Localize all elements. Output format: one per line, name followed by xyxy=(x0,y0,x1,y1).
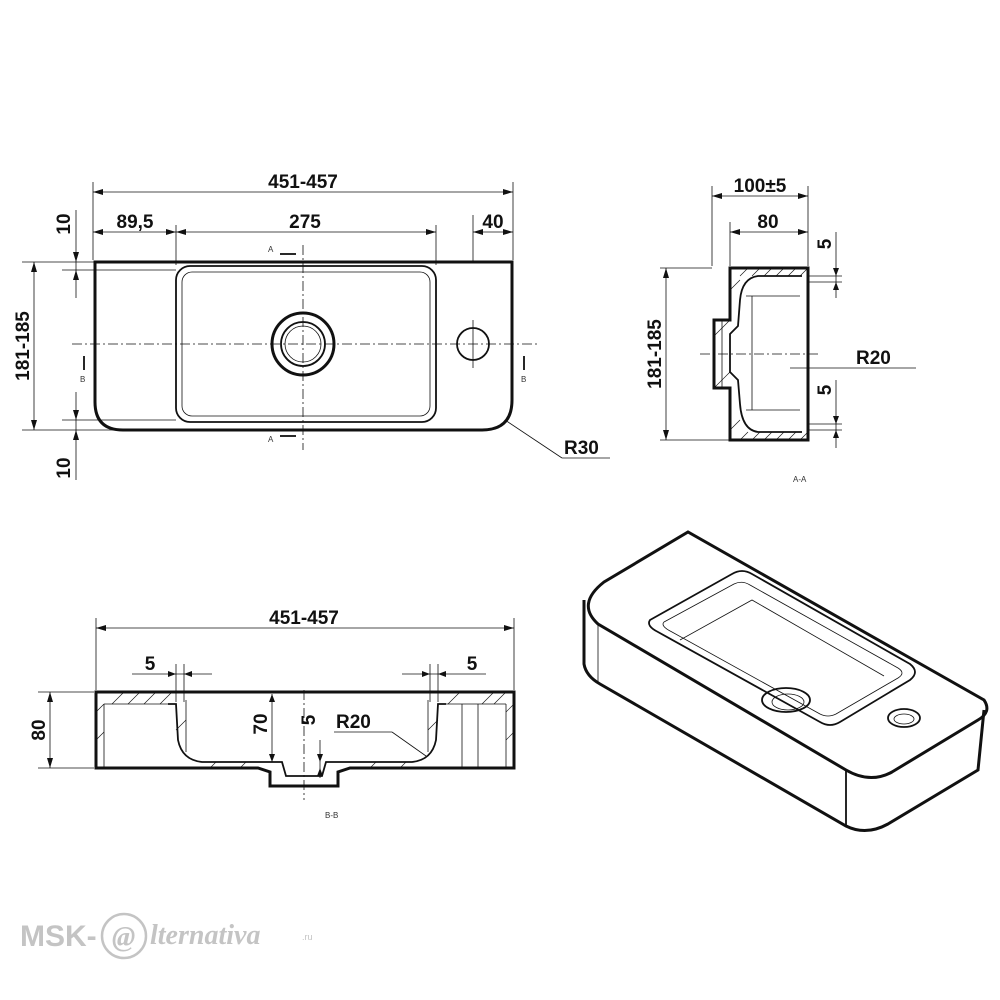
iso-tap-hole xyxy=(887,708,921,728)
iso-drain-inner xyxy=(771,693,805,711)
dim-left-offset: 89,5 xyxy=(117,212,154,233)
section-b-outline xyxy=(94,690,516,788)
dim-b-wall-right: 5 xyxy=(467,654,478,675)
dim-arrows xyxy=(269,694,275,762)
watermark-at-ring xyxy=(100,912,148,960)
dim-top-margin: 10 xyxy=(54,213,75,234)
leader-r30 xyxy=(504,419,563,459)
dim-arrows xyxy=(833,268,839,290)
watermark-at: @ xyxy=(112,922,135,953)
watermark-name: lternativa xyxy=(150,920,260,951)
isometric-view xyxy=(582,530,989,832)
dim-arrows xyxy=(712,193,808,199)
dim-arrows xyxy=(73,252,79,280)
iso-tap-hole-inner xyxy=(893,713,915,725)
section-b-label: B-B xyxy=(325,811,338,820)
dim-b-overall-width: 451-457 xyxy=(269,608,339,629)
dim-a-width-inner: 80 xyxy=(757,212,778,233)
dim-b-inner-height: 70 xyxy=(251,713,272,734)
dim-b-radius: R20 xyxy=(336,712,371,733)
section-a-letter-top: A xyxy=(268,245,274,254)
dim-bottom-margin: 10 xyxy=(54,457,75,478)
section-a-hatch xyxy=(713,267,809,441)
dim-a-radius: R20 xyxy=(856,348,891,369)
dim-depth: 181-185 xyxy=(13,311,34,381)
dim-a-depth: 181-185 xyxy=(645,319,666,389)
dim-b-height: 80 xyxy=(29,719,50,740)
iso-top-edge xyxy=(597,623,847,771)
section-b-hatch xyxy=(95,691,515,769)
dim-overall-width: 451-457 xyxy=(268,172,338,193)
dim-arrows xyxy=(422,671,446,677)
iso-drain-outer xyxy=(761,687,811,713)
dim-a-wall-bottom: 5 xyxy=(815,384,836,395)
iso-front-face xyxy=(582,600,986,832)
dim-right-offset: 40 xyxy=(482,212,503,233)
dim-corner-radius: R30 xyxy=(564,438,599,459)
section-a-letter-bottom: A xyxy=(268,435,274,444)
dim-arrows xyxy=(73,410,79,440)
dim-arrows xyxy=(833,416,839,438)
watermark-tld: .ru xyxy=(302,932,313,942)
watermark-logo: MSK- @ lternativa .ru xyxy=(20,912,313,960)
section-b-letter-left: B xyxy=(80,375,85,384)
iso-bowl-inner xyxy=(662,581,903,717)
iso-bowl-rim xyxy=(648,570,916,726)
section-a-outline xyxy=(712,266,810,442)
iso-bowl-floor xyxy=(679,599,885,677)
section-a-view: 100±5 80 181-185 5 5 R20 A-A xyxy=(645,176,916,484)
dim-a-width-total: 100±5 xyxy=(734,176,787,197)
section-b-letter-right: B xyxy=(521,375,526,384)
iso-top-face xyxy=(587,530,989,779)
dim-b-wall-left: 5 xyxy=(145,654,156,675)
dim-arrows xyxy=(317,754,323,776)
leader-b-r20-diag xyxy=(391,731,427,757)
dim-a-wall-top: 5 xyxy=(815,238,836,249)
dim-arrows xyxy=(168,671,192,677)
dim-bowl-width: 275 xyxy=(289,212,321,233)
dim-b-bottom-thickness: 5 xyxy=(299,714,320,725)
top-view: A A B B 451-457 89,5 275 40 181-185 10 xyxy=(13,172,610,480)
dim-arrows xyxy=(93,229,513,235)
watermark-prefix: MSK- xyxy=(20,920,97,953)
section-b-view: 451-457 5 5 80 70 5 R20 B-B xyxy=(29,608,516,820)
section-a-inner xyxy=(729,275,802,433)
top-view-outline xyxy=(93,260,514,432)
section-a-label: A-A xyxy=(793,475,807,484)
